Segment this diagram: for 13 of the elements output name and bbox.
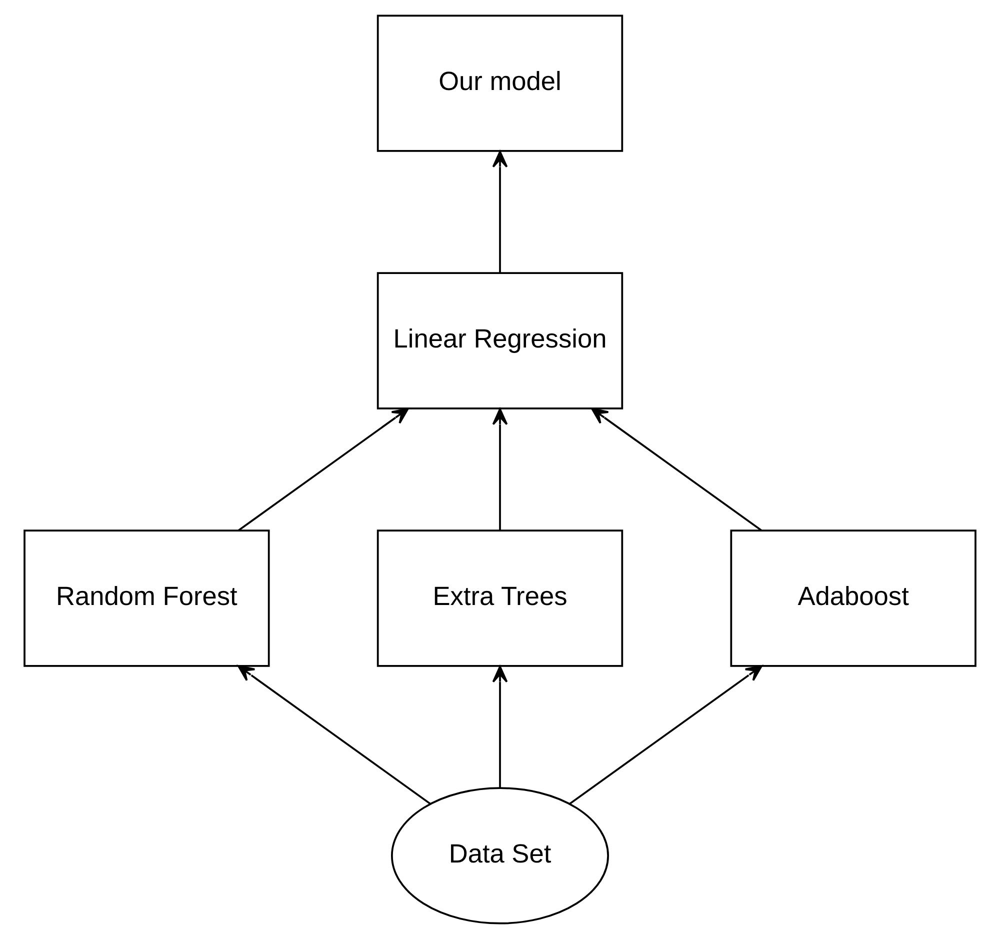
node-box: Linear Regression [376,272,624,410]
arrow [238,408,409,532]
arrow [591,408,762,532]
arrow [569,665,762,804]
node-box: Our model [376,14,624,152]
node-box: Extra Trees [376,530,624,667]
node-box: Adaboost [730,530,976,667]
node-ellipse: Data Set [391,787,609,924]
node-box: Random Forest [24,530,270,667]
arrow [238,665,431,804]
arrow [492,666,508,788]
arrow [492,150,508,273]
arrow [492,408,508,530]
